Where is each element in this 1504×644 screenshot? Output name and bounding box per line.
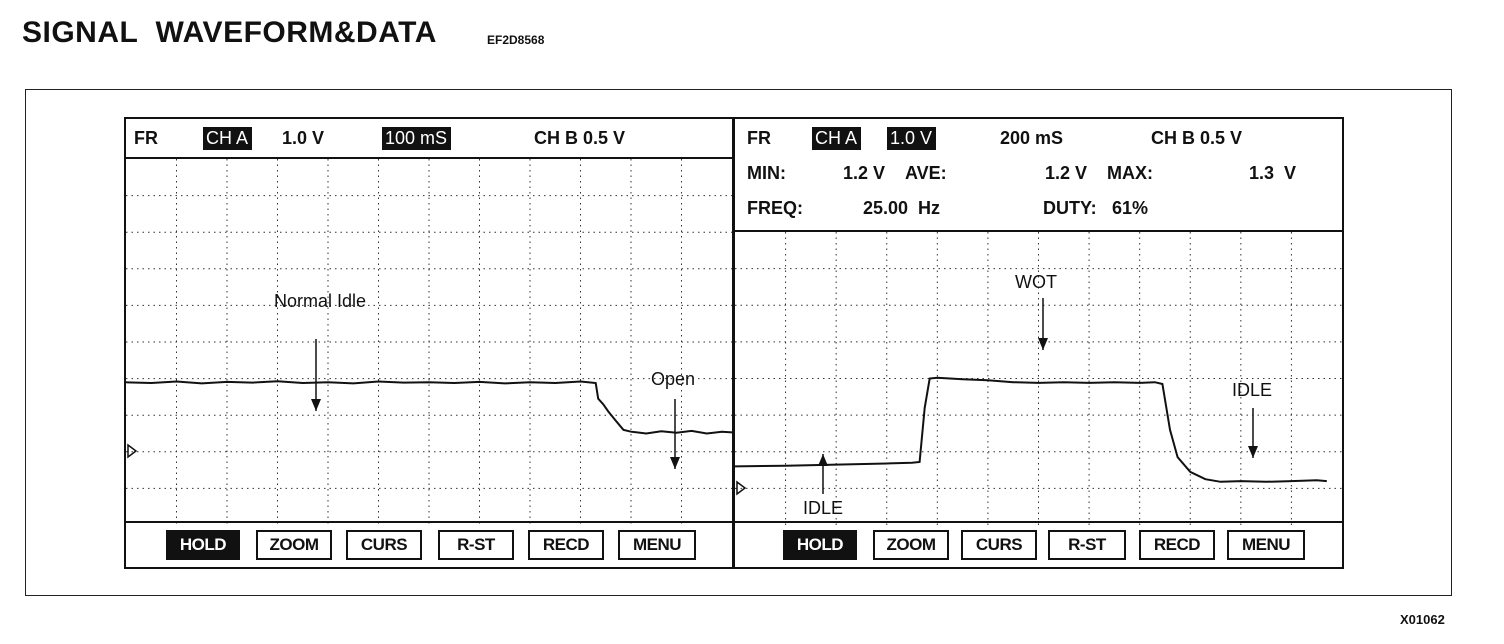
left-zoom-button[interactable]: ZOOM xyxy=(256,530,332,560)
right-scope-header: FR CH A 1.0 V 200 mS CH B 0.5 V MIN: 1.2… xyxy=(735,119,1342,232)
right-menu-button[interactable]: MENU xyxy=(1227,530,1305,560)
right-curs-button[interactable]: CURS xyxy=(961,530,1037,560)
left-scope-header: FR CH A 1.0 V 100 mS CH B 0.5 V xyxy=(126,119,732,159)
idle-right-label: IDLE xyxy=(1232,380,1272,400)
right-recd-button[interactable]: RECD xyxy=(1139,530,1215,560)
waveform-trace xyxy=(126,380,732,435)
right-waveform-area: WOT IDLE IDLE xyxy=(735,232,1342,525)
freq-value: 25.00 Hz xyxy=(863,198,941,218)
arrow-head-icon xyxy=(311,399,321,411)
fr-label: FR xyxy=(134,128,158,148)
right-zoom-button[interactable]: ZOOM xyxy=(873,530,949,560)
normal-idle-label: Normal Idle xyxy=(274,291,366,311)
duty-value: 61% xyxy=(1112,198,1149,218)
waveform-trace xyxy=(735,376,1327,483)
page-title: SIGNAL WAVEFORM&DATA xyxy=(22,16,437,49)
channel-a-label: CH A xyxy=(203,127,253,150)
channel-a-label: CH A xyxy=(812,127,862,150)
min-value: 1.2 V xyxy=(843,163,886,183)
right-rst-button[interactable]: R-ST xyxy=(1048,530,1126,560)
min-label: MIN: xyxy=(747,163,786,183)
ave-label: AVE: xyxy=(905,163,947,183)
left-scope-screen: FR CH A 1.0 V 100 mS CH B 0.5 V Normal I… xyxy=(124,117,734,569)
channel-a-volts: 1.0 V xyxy=(887,127,937,150)
channel-b-volts: CH B 0.5 V xyxy=(1151,128,1243,148)
channel-b-volts: CH B 0.5 V xyxy=(534,128,626,148)
figure-code: EF2D8568 xyxy=(487,33,545,47)
right-button-bar: HOLD ZOOM CURS R-ST RECD MENU xyxy=(735,521,1342,567)
figure-frame xyxy=(25,89,1452,596)
timebase-label: 100 mS xyxy=(382,127,452,150)
channel-a-volts: 1.0 V xyxy=(282,128,325,148)
duty-label: DUTY: xyxy=(1043,198,1097,218)
wot-label: WOT xyxy=(1015,272,1057,292)
grid-lines xyxy=(735,232,1342,525)
open-label: Open xyxy=(651,369,695,389)
left-recd-button[interactable]: RECD xyxy=(528,530,604,560)
arrow-head-icon xyxy=(818,454,828,466)
left-hold-button[interactable]: HOLD xyxy=(166,530,240,560)
left-menu-button[interactable]: MENU xyxy=(618,530,696,560)
grid-lines xyxy=(126,159,732,525)
idle-left-label: IDLE xyxy=(803,498,843,518)
right-scope-screen: FR CH A 1.0 V 200 mS CH B 0.5 V MIN: 1.2… xyxy=(734,117,1344,569)
arrow-head-icon xyxy=(1248,446,1258,458)
timebase-label: 200 mS xyxy=(1000,128,1064,148)
max-value: 1.3 V xyxy=(1249,163,1297,183)
document-id: X01062 xyxy=(1400,612,1445,627)
arrow-head-icon xyxy=(670,457,680,469)
freq-label: FREQ: xyxy=(747,198,803,218)
arrow-head-icon xyxy=(1038,338,1048,350)
right-hold-button[interactable]: HOLD xyxy=(783,530,857,560)
left-button-bar: HOLD ZOOM CURS R-ST RECD MENU xyxy=(126,521,732,567)
right-waveform-plot: WOT IDLE IDLE xyxy=(735,232,1342,525)
ground-marker-icon xyxy=(736,480,747,496)
left-rst-button[interactable]: R-ST xyxy=(438,530,514,560)
fr-label: FR xyxy=(747,128,771,148)
left-curs-button[interactable]: CURS xyxy=(346,530,422,560)
ave-value: 1.2 V xyxy=(1045,163,1088,183)
ground-marker-icon xyxy=(127,443,138,459)
max-label: MAX: xyxy=(1107,163,1153,183)
